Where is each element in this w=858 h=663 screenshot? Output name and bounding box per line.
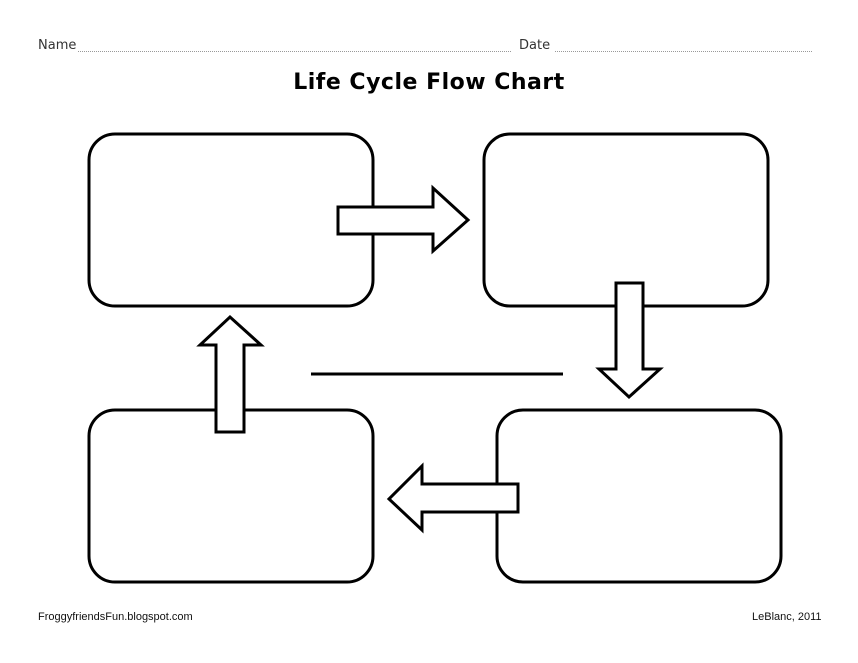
stage-box-top-left[interactable]: [87, 132, 375, 308]
arrow-right-icon: [336, 184, 471, 255]
name-write-line[interactable]: [78, 51, 511, 52]
stage-box-bottom-right[interactable]: [495, 408, 783, 584]
name-label: Name: [38, 38, 77, 53]
arrow-down-icon: [595, 281, 664, 400]
arrow-up-icon: [196, 314, 265, 434]
date-write-line[interactable]: [555, 51, 812, 52]
stage-box-top-right[interactable]: [482, 132, 770, 308]
date-label: Date: [519, 38, 551, 53]
footer-source: FroggyfriendsFun.blogspot.com: [38, 611, 193, 623]
page-title: Life Cycle Flow Chart: [293, 70, 565, 95]
footer-credit: LeBlanc, 2011: [752, 611, 822, 623]
arrow-left-icon: [386, 462, 520, 534]
stage-box-bottom-left[interactable]: [87, 408, 375, 584]
